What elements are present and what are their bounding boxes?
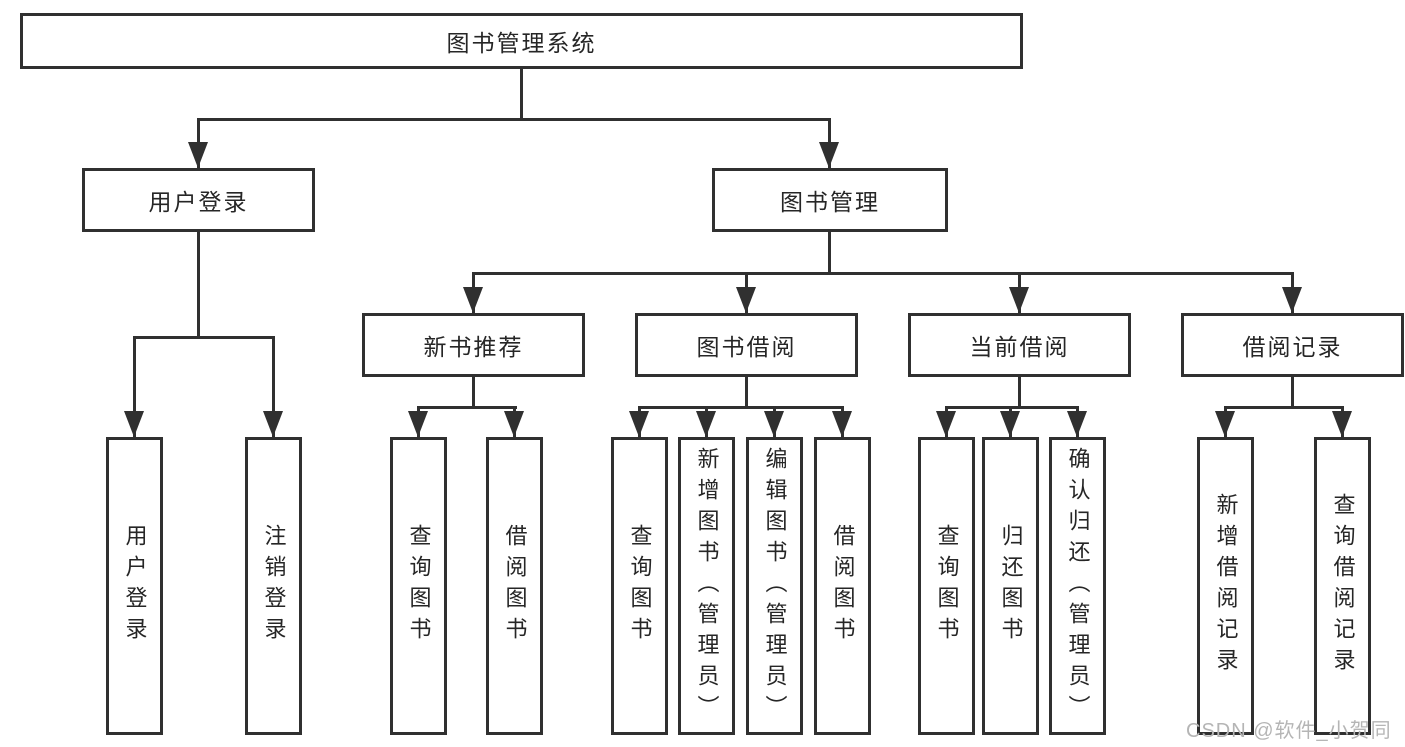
arrow-down-icon — [696, 411, 716, 437]
arrow-down-icon — [1009, 287, 1029, 313]
arrow-down-icon — [936, 411, 956, 437]
leaf-query-books-current: 查询图书 — [918, 437, 975, 735]
leaf-query-books-recommend: 查询图书 — [390, 437, 447, 735]
arrow-down-icon — [463, 287, 483, 313]
connector-user-login-stem — [197, 232, 200, 336]
arrow-down-icon — [832, 411, 852, 437]
leaf-logout: 注销登录 — [245, 437, 302, 735]
arrow-down-icon — [1000, 411, 1020, 437]
leaf-add-borrow-record: 新增借阅记录 — [1197, 437, 1254, 735]
leaf-query-borrow-record: 查询借阅记录 — [1314, 437, 1371, 735]
arrow-down-icon — [629, 411, 649, 437]
connector-book-borrowing-branch — [638, 406, 844, 409]
node-new-book-recommend: 新书推荐 — [362, 313, 585, 377]
arrow-down-icon — [124, 411, 144, 437]
connector-book-management-branch — [472, 272, 1294, 275]
arrow-down-icon — [1067, 411, 1087, 437]
connector-new-book-branch — [417, 406, 517, 409]
arrow-down-icon — [263, 411, 283, 437]
connector-drop-leaf-user-login — [133, 336, 136, 437]
leaf-confirm-return-admin: 确认归还（管理员） — [1049, 437, 1106, 735]
arrow-down-icon — [1215, 411, 1235, 437]
arrow-down-icon — [1282, 287, 1302, 313]
watermark: CSDN @软件_小贺同学 — [1186, 720, 1392, 742]
arrow-down-icon — [736, 287, 756, 313]
connector-drop-leaf-logout — [272, 336, 275, 437]
leaf-user-login: 用户登录 — [106, 437, 163, 735]
node-book-borrowing: 图书借阅 — [635, 313, 858, 377]
connector-book-borrowing-stem — [745, 377, 748, 406]
arrow-down-icon — [1332, 411, 1352, 437]
arrow-down-icon — [408, 411, 428, 437]
connector-borrowing-records-branch — [1224, 406, 1344, 409]
leaf-add-books-admin: 新增图书（管理员） — [678, 437, 735, 735]
node-current-borrowing: 当前借阅 — [908, 313, 1131, 377]
connector-borrowing-records-stem — [1291, 377, 1294, 406]
leaf-return-books: 归还图书 — [982, 437, 1039, 735]
connector-current-borrowing-stem — [1018, 377, 1021, 406]
connector-book-management-stem — [828, 232, 831, 272]
leaf-edit-books-admin: 编辑图书（管理员） — [746, 437, 803, 735]
leaf-borrow-books-recommend: 借阅图书 — [486, 437, 543, 735]
node-book-management: 图书管理 — [712, 168, 948, 232]
arrow-down-icon — [504, 411, 524, 437]
arrow-down-icon — [188, 142, 208, 168]
arrow-down-icon — [764, 411, 784, 437]
node-user-login: 用户登录 — [82, 168, 315, 232]
node-borrowing-records: 借阅记录 — [1181, 313, 1404, 377]
connector-new-book-stem — [472, 377, 475, 406]
connector-current-borrowing-branch — [945, 406, 1079, 409]
connector-user-login-branch — [133, 336, 275, 339]
arrow-down-icon — [819, 142, 839, 168]
connector-root-stem — [520, 69, 523, 118]
node-root-library-system: 图书管理系统 — [20, 13, 1023, 69]
leaf-query-books-borrowing: 查询图书 — [611, 437, 668, 735]
connector-root-branch — [197, 118, 831, 121]
leaf-borrow-books-borrowing: 借阅图书 — [814, 437, 871, 735]
